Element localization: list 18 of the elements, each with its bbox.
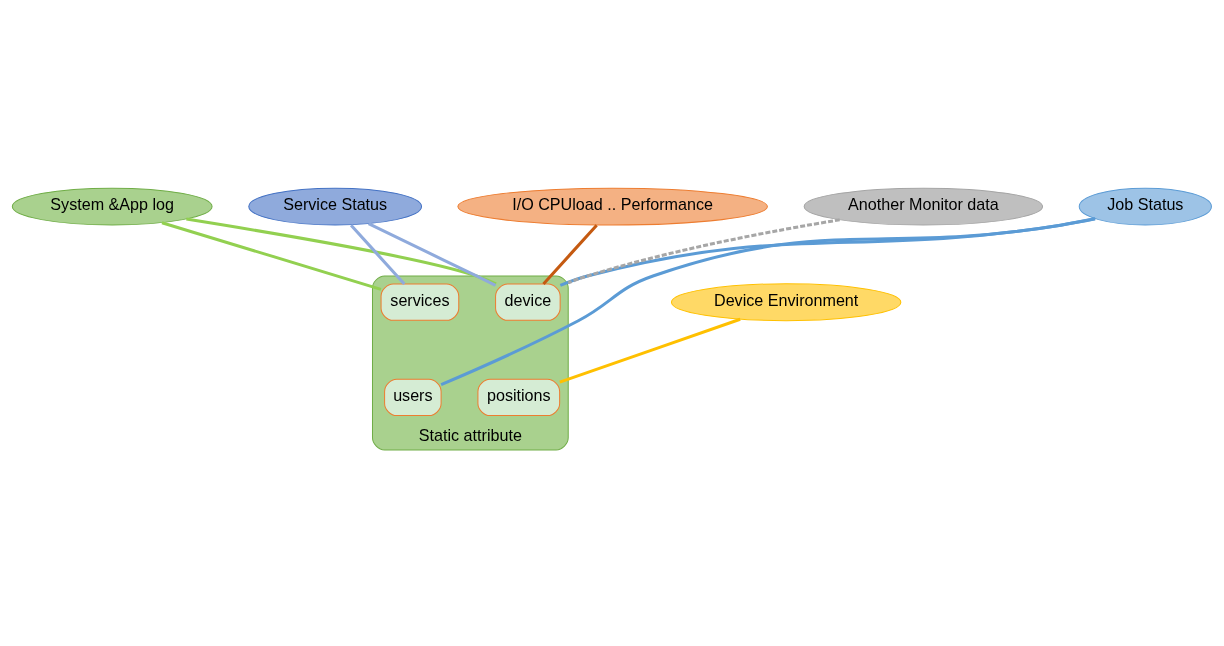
node-box: users [384, 378, 442, 417]
connector [161, 221, 382, 291]
connector [567, 218, 840, 285]
connector [542, 224, 598, 285]
node-box: positions [477, 378, 561, 417]
node-ellipse: Another Monitor data [803, 187, 1044, 226]
connector [367, 222, 497, 287]
connector [186, 217, 497, 286]
node-box: device [495, 283, 561, 321]
node-ellipse: Device Environment [670, 283, 902, 322]
connector [349, 224, 406, 285]
connector [440, 217, 1096, 387]
connector [559, 317, 741, 384]
node-ellipse: System &App log [11, 187, 213, 226]
node-box: services [380, 283, 460, 321]
node-ellipse: Service Status [248, 187, 423, 226]
node-ellipse: Job Status [1078, 187, 1212, 226]
node-ellipse: I/O CPUload .. Performance [457, 187, 768, 226]
